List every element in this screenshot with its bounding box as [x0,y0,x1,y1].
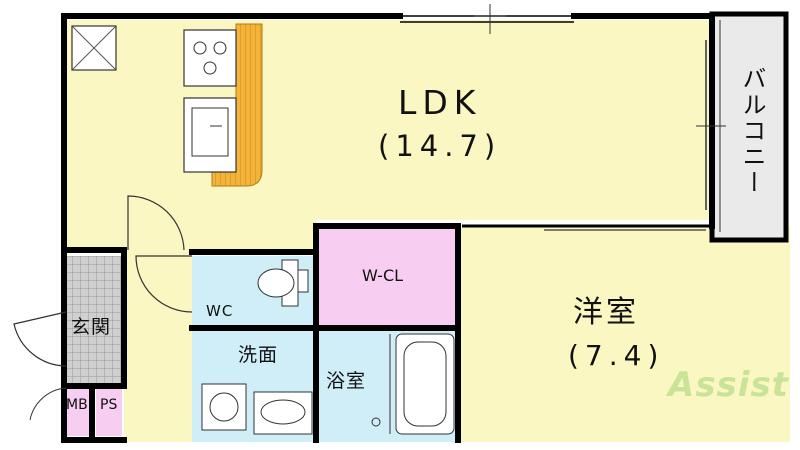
burner-icon [213,41,227,55]
sink-basin [191,107,229,157]
toilet-bowl-icon [257,268,295,298]
cooktop [183,29,237,87]
hallway-floor [124,252,192,442]
ps-closet [96,388,122,436]
yoshitsu-floor [460,226,790,442]
wcl-label: W-CL [362,266,404,285]
yoshitsu-area-label: (7.4) [568,339,665,372]
bathtub [395,333,455,435]
yokushitsu-label: 浴室 [326,370,367,392]
kitchen-counter [211,23,263,187]
genkan-tile [66,256,122,384]
ldk-door [127,195,185,251]
mb-closet [66,388,90,436]
mb-door [29,387,67,421]
ps-label: PS [100,397,118,413]
balcony-label: バルコニー [738,66,766,196]
basin-icon [260,399,306,425]
wc-label: WC [206,302,234,320]
burner-icon [203,61,217,75]
sink [183,97,237,173]
vanity [253,391,313,435]
ldk-label: LDK [398,83,482,122]
genkan-label: 玄関 [71,316,112,338]
balcony-floor [714,16,786,238]
wcl-floor [318,228,458,326]
front-door [13,311,67,367]
ldk-floor-lower [66,220,316,252]
ldk-floor [66,20,709,220]
assist-logo: Assist [668,365,789,405]
ldk-area-label: (14.7) [378,129,502,163]
burner-icon [193,41,207,55]
yoshitsu-label: 洋室 [573,295,639,330]
balcony-outline [709,11,789,243]
washing-machine [201,383,247,431]
senmen-label: 洗面 [238,344,279,366]
wc-door [135,255,193,313]
mb-label: MB [66,397,88,413]
